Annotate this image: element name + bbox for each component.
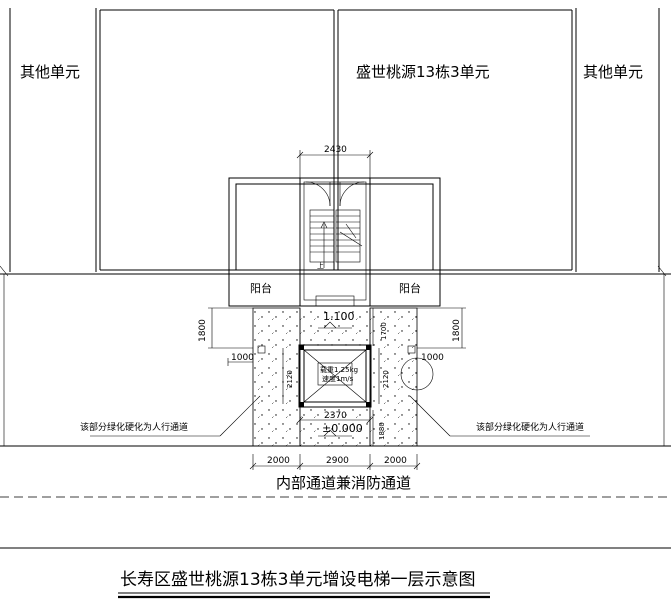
elevator-shaft <box>298 344 372 408</box>
dim-bottom-right-2000: 2000 <box>384 456 407 466</box>
main-unit-label: 盛世桃源13栋3单元 <box>356 63 490 81</box>
dim-right-2120: 2120 <box>382 370 390 388</box>
stair-core <box>228 177 441 307</box>
drawing-title: 长寿区盛世桃源13栋3单元增设电梯一层示意图 <box>120 570 475 590</box>
other-unit-left-label: 其他单元 <box>20 63 80 81</box>
note-right-leader-diag <box>409 395 451 437</box>
note-left: 该部分绿化硬化为人行通道 <box>80 421 188 433</box>
dim-bottom-2370: 2370 <box>324 411 347 421</box>
note-left-leader-diag <box>219 395 261 437</box>
dim-left-1000: 1000 <box>231 353 254 363</box>
elevator-spec2: 速度1m/s <box>322 374 354 383</box>
dim-right-1000: 1000 <box>421 353 444 363</box>
shaft-bottom-dimension <box>296 416 374 437</box>
top-dimension <box>296 150 374 180</box>
landing-level: 1.100 <box>323 310 355 323</box>
road-label: 内部通道兼消防通道 <box>276 474 411 492</box>
bottom-dimension-chain <box>249 454 421 470</box>
dim-right-1700: 1700 <box>380 322 388 340</box>
balcony-left-label: 阳台 <box>250 281 272 295</box>
balcony-right-label: 阳台 <box>399 281 421 295</box>
paved-zones <box>252 307 418 447</box>
right-dimensions <box>372 307 466 446</box>
road-lines <box>0 274 671 549</box>
dim-bottom-mid-2900: 2900 <box>326 456 349 466</box>
landing-level-mark <box>318 321 352 329</box>
left-dimensions <box>208 307 284 404</box>
ground-level: ±0.000 <box>322 422 363 435</box>
up-mark: 上 <box>317 261 324 270</box>
note-right: 该部分绿化硬化为人行通道 <box>476 421 584 433</box>
elevator-spec: 载重1.25kg <box>320 365 358 374</box>
building-outline <box>0 8 671 277</box>
dim-right-1800: 1800 <box>452 319 462 342</box>
dim-top-width: 2430 <box>324 145 347 155</box>
other-unit-right-label: 其他单元 <box>583 63 643 81</box>
dim-right-1880: 1880 <box>378 422 386 440</box>
dim-left-1800: 1800 <box>198 319 208 342</box>
dim-shaft-2120: 2120 <box>286 370 294 388</box>
dim-bottom-left-2000: 2000 <box>267 456 290 466</box>
